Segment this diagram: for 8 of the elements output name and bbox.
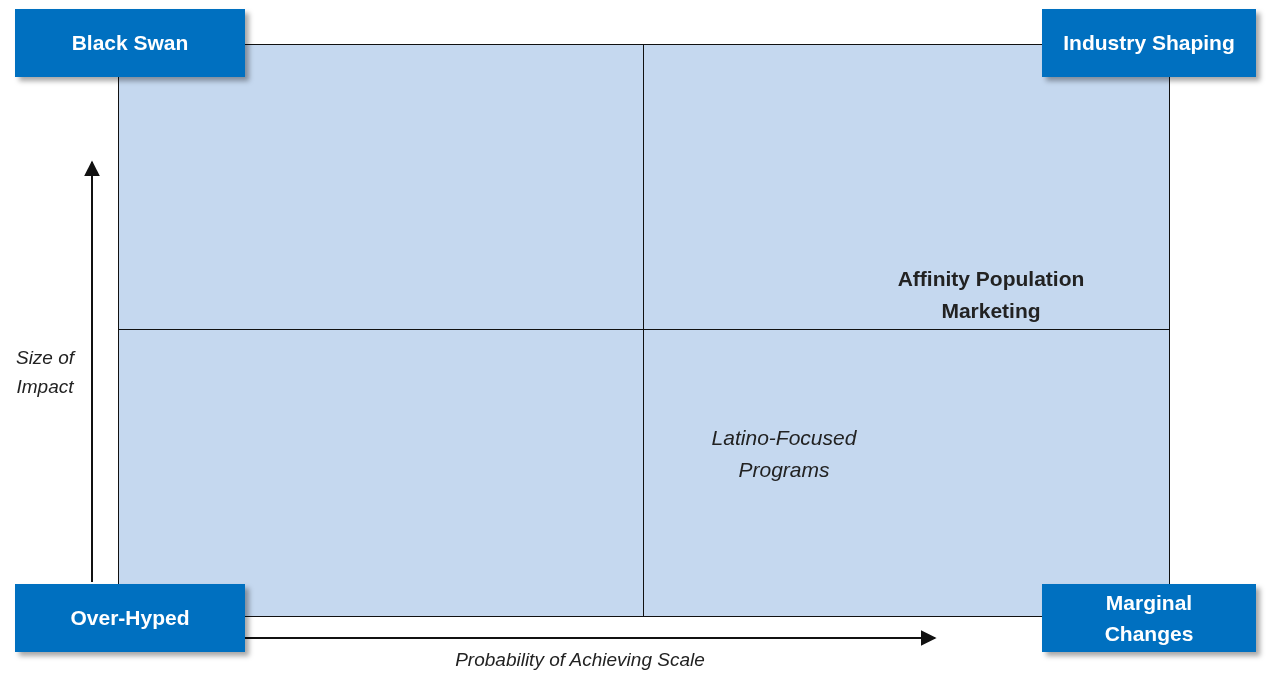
quadrant-title-box: Over-Hyped — [15, 584, 245, 652]
quadrant-title-box: Industry Shaping — [1042, 9, 1256, 77]
item-label: Affinity Population Marketing — [896, 266, 1086, 324]
item-label: Latino-Focused Programs — [710, 425, 858, 483]
axis-label: Probability of Achieving Scale — [454, 648, 706, 672]
quadrant-title-box: Black Swan — [15, 9, 245, 77]
quadrant-title-box: Marginal Changes — [1042, 584, 1256, 652]
axis-label: Size of Impact — [14, 346, 77, 399]
